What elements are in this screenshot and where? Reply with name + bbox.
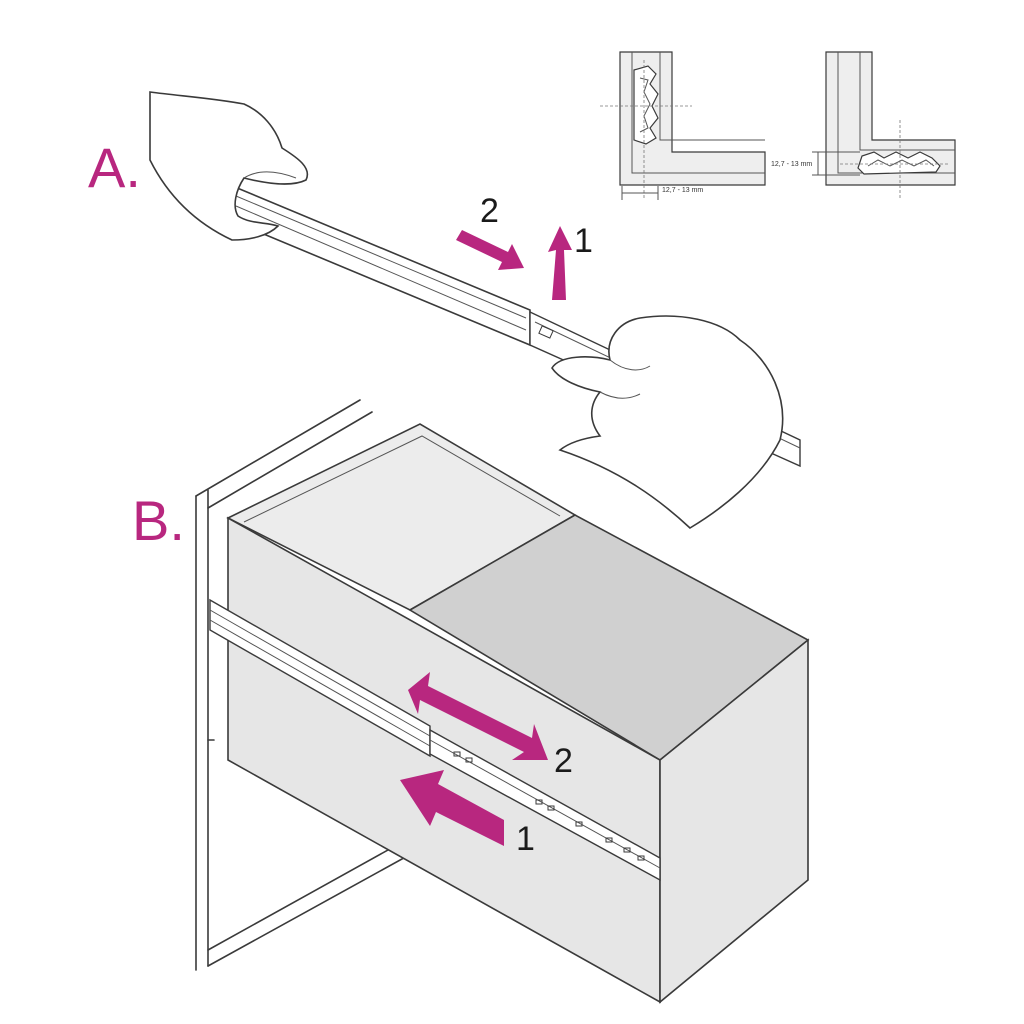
bottom-mount-slide-profile (857, 151, 941, 175)
bottom-gap-dimension-text: 12,7 - 13 mm (771, 161, 812, 168)
step-b-label: B. (132, 489, 185, 552)
step-a-label: A. (88, 136, 141, 199)
left-hand (149, 91, 309, 241)
side-mount-cabinet-wall (619, 51, 766, 186)
arrow-b-step-1 (400, 770, 504, 846)
detail-bottom-mount: 12,7 - 13 mm (771, 51, 956, 200)
arrow-b-step-2-double (408, 672, 548, 760)
drawer-box (226, 423, 810, 1004)
side-gap-dimension-text: 12,7 - 13 mm (662, 187, 703, 194)
step-b-number-2: 2 (554, 742, 573, 780)
step-a-number-2: 2 (480, 192, 499, 230)
drawer-front-face (659, 638, 809, 1004)
side-mount-slide-profile (633, 65, 659, 145)
arrow-a-step-1 (548, 226, 572, 300)
step-a-number-1: 1 (574, 222, 593, 260)
step-b-number-1: 1 (516, 820, 535, 858)
arrow-a-step-2 (456, 230, 524, 270)
slide-rail-b (209, 598, 661, 882)
right-hand (551, 315, 784, 529)
detail-side-mount: 12,7 - 13 mm (600, 51, 766, 200)
